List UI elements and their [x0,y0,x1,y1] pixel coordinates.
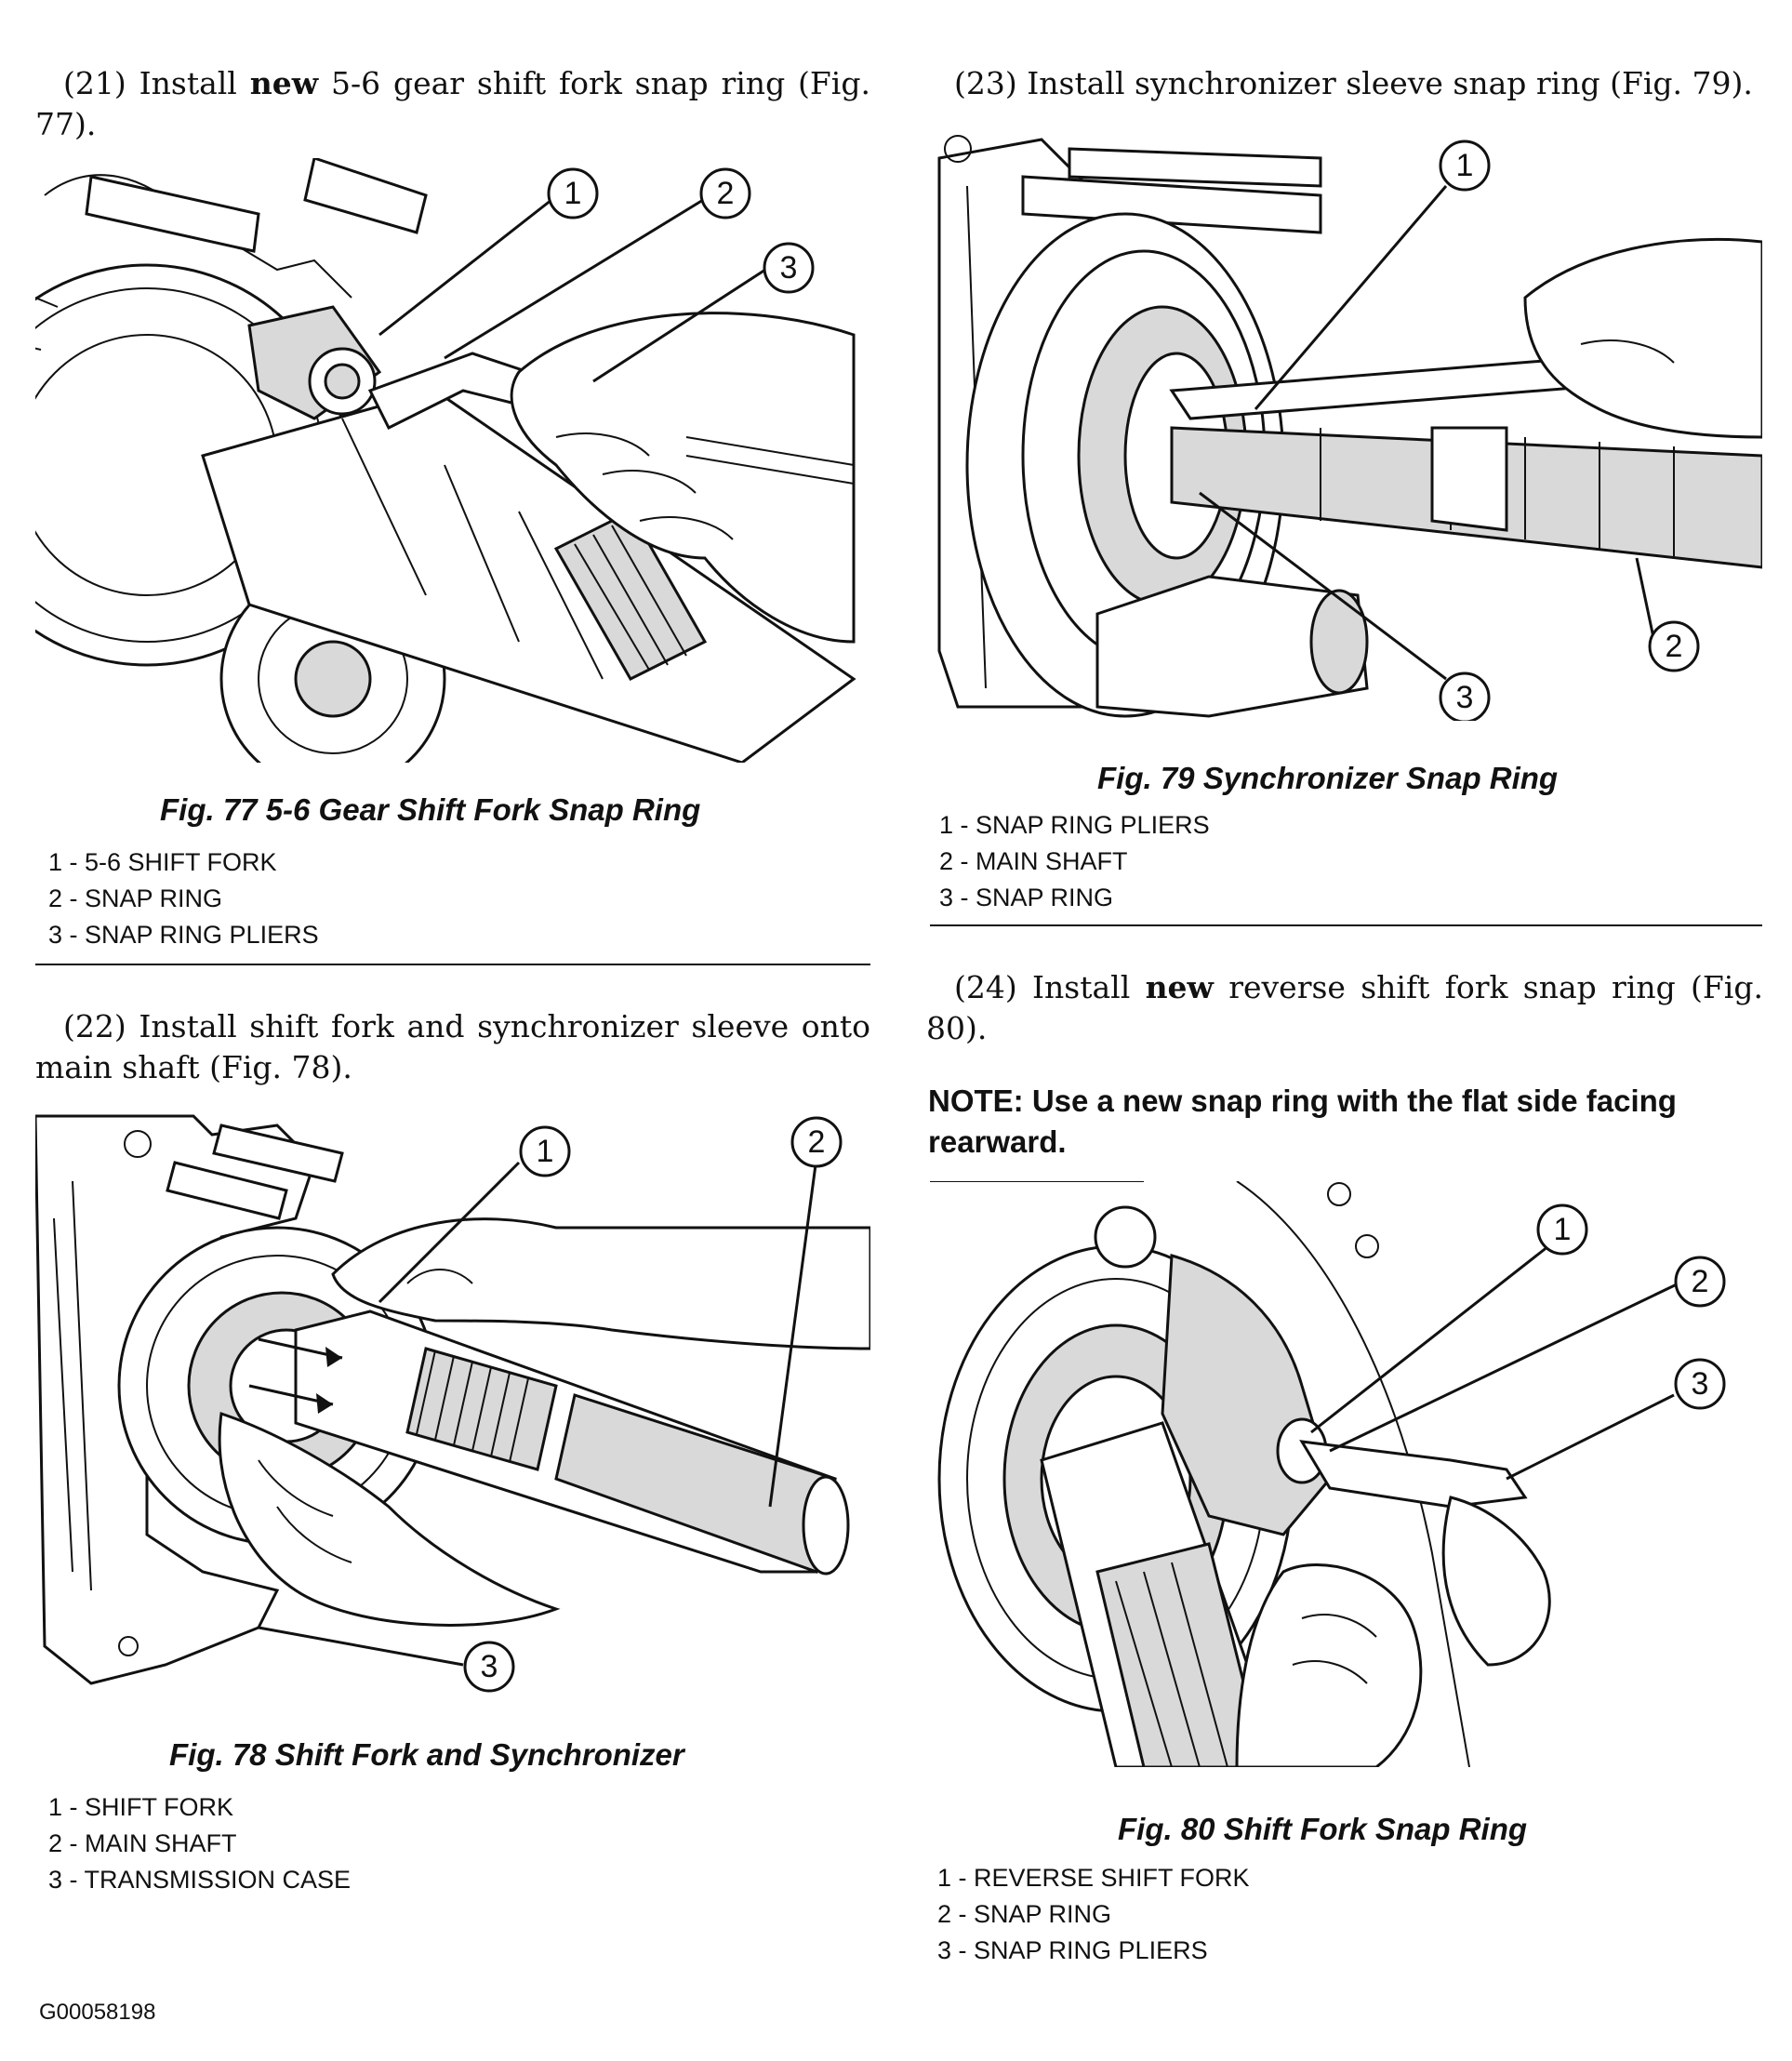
svg-text:2: 2 [717,176,735,211]
svg-text:3: 3 [481,1649,498,1684]
step-text: Install shift fork and synchronizer slee… [35,1008,870,1085]
svg-text:1: 1 [564,176,582,211]
figure-77-legend: 1 - 5-6 SHIFT FORK 2 - SNAP RING 3 - SNA… [48,844,319,953]
svg-text:1: 1 [1456,148,1474,183]
callout-2: 2 [790,1116,843,1168]
callout-3: 3 [1674,1358,1726,1410]
svg-text:2: 2 [1666,629,1683,664]
section-divider [930,924,1762,926]
legend-item: 1 - SHIFT FORK [48,1793,234,1821]
step-emphasis: new [1145,969,1214,1005]
callout-1: 1 [519,1125,571,1177]
step-number: (24) [954,969,1017,1005]
step-text: Install [1032,969,1131,1005]
step-text: 5-6 gear shift fork snap ring (Fig. 77). [35,65,870,142]
figure-77-caption: Fig. 77 5-6 Gear Shift Fork Snap Ring [160,792,701,827]
callout-2: 2 [1648,620,1700,672]
step-text: Install [139,65,237,101]
step-24: (24) Install new reverse shift fork snap… [926,967,1763,1049]
legend-item: 3 - SNAP RING PLIERS [937,1936,1208,1964]
step-22: (22) Install shift fork and synchronizer… [35,1006,870,1088]
callout-1: 1 [1536,1203,1588,1256]
figure-78-caption: Fig. 78 Shift Fork and Synchronizer [169,1737,684,1772]
step-emphasis: new [249,65,319,101]
svg-text:3: 3 [1692,1366,1709,1402]
callout-2: 2 [699,167,751,219]
callout-1: 1 [1439,140,1491,192]
figure-79-caption: Fig. 79 Synchronizer Snap Ring [1097,761,1559,795]
svg-text:3: 3 [780,250,798,286]
svg-text:1: 1 [537,1134,554,1169]
figure-77-illustration: 1 2 3 [35,158,870,763]
callout-2: 2 [1674,1256,1726,1308]
step-number: (23) [954,65,1017,101]
callout-3: 3 [763,242,815,294]
note-text: NOTE: Use a new snap ring with the flat … [928,1084,1677,1159]
svg-text:1: 1 [1554,1212,1572,1247]
figure-79-legend: 1 - SNAP RING PLIERS 2 - MAIN SHAFT 3 - … [939,807,1210,916]
svg-text:2: 2 [1692,1264,1709,1299]
step-21: (21) Install new 5-6 gear shift fork sna… [35,63,870,145]
svg-text:3: 3 [1456,680,1474,715]
legend-item: 1 - 5-6 SHIFT FORK [48,848,277,876]
legend-item: 1 - REVERSE SHIFT FORK [937,1864,1250,1892]
step-number: (22) [63,1008,126,1044]
legend-item: 2 - SNAP RING [48,884,223,912]
step-23: (23) Install synchronizer sleeve snap ri… [926,63,1763,104]
figure-79-illustration: 1 2 3 [930,130,1762,721]
figure-80-illustration: 1 2 3 [930,1181,1762,1767]
legend-item: 3 - SNAP RING [939,884,1114,911]
legend-item: 1 - SNAP RING PLIERS [939,811,1210,839]
figure-78-legend: 1 - SHIFT FORK 2 - MAIN SHAFT 3 - TRANSM… [48,1789,351,1898]
callout-3: 3 [1439,671,1491,721]
step-number: (21) [63,65,126,101]
section-divider [35,964,870,965]
step-text: Install synchronizer sleeve snap ring (F… [1027,65,1753,101]
document-id: G00058198 [39,2000,156,2025]
legend-item: 3 - SNAP RING PLIERS [48,921,319,949]
callout-3: 3 [463,1641,515,1693]
svg-text:2: 2 [808,1124,826,1160]
legend-item: 2 - SNAP RING [937,1900,1112,1928]
figure-80-legend: 1 - REVERSE SHIFT FORK 2 - SNAP RING 3 -… [937,1860,1250,1969]
step-text: reverse shift fork snap ring (Fig. 80). [926,969,1763,1046]
legend-item: 2 - MAIN SHAFT [939,847,1128,875]
figure-80-caption: Fig. 80 Shift Fork Snap Ring [1118,1812,1528,1846]
legend-item: 3 - TRANSMISSION CASE [48,1866,352,1894]
callout-1: 1 [547,167,599,219]
legend-item: 2 - MAIN SHAFT [48,1829,237,1857]
figure-78-illustration: 1 2 3 [35,1107,870,1702]
